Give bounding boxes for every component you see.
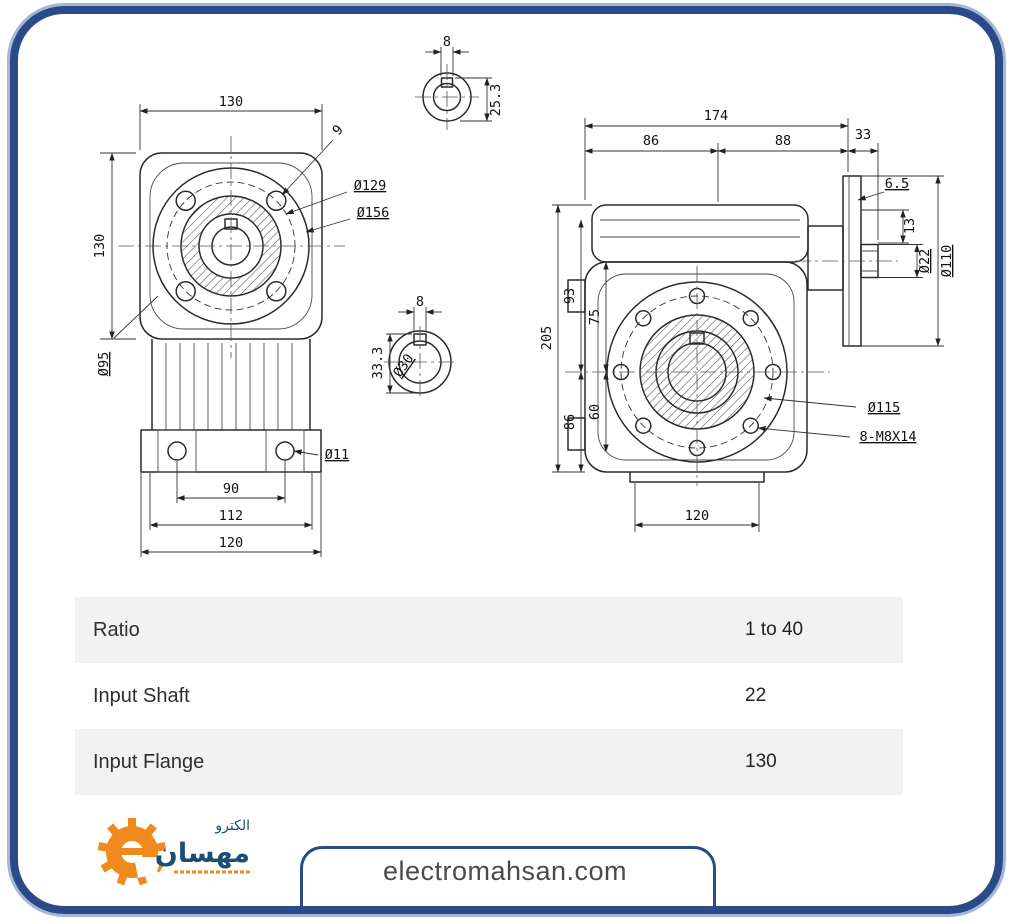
logo-brand-top: الکترو: [214, 818, 250, 834]
dim-side-bolt-pattern: 8-M8X14: [860, 429, 917, 445]
dim-side-93: 93: [562, 288, 578, 304]
dim-side-33: 33: [855, 127, 871, 143]
dim-side-6-5: 6.5: [885, 176, 909, 192]
front-view: [118, 136, 345, 473]
dim-output-key-height: 33.3: [370, 347, 386, 380]
gearbox-technical-drawing: 130 130 Ø95 9 Ø129 Ø156 Ø11 90 112 120: [92, 34, 955, 557]
company-logo: الکترو مهسان: [98, 818, 250, 886]
spec-row-input-flange: Input Flange 130: [75, 729, 903, 795]
website-text: electromahsan.com: [382, 856, 628, 886]
dim-side-86-top: 86: [643, 133, 659, 149]
dim-side-flange-dia: Ø110: [939, 245, 955, 278]
front-view-dimensions: 130 130 Ø95 9 Ø129 Ø156 Ø11 90 112 120: [92, 94, 389, 557]
spec-value-input-flange: 130: [745, 751, 777, 772]
output-bore-section: 8 33.3 Ø30: [370, 294, 456, 398]
dim-side-86-left: 86: [562, 414, 578, 430]
dim-side-13: 13: [902, 218, 918, 234]
cooling-fins: [165, 343, 293, 430]
dim-front-foot-hole: Ø11: [325, 447, 349, 463]
dim-front-90: 90: [223, 481, 239, 497]
spec-label-input-flange: Input Flange: [93, 750, 205, 773]
dim-front-pilot-dia: Ø95: [96, 352, 112, 376]
dim-side-60: 60: [587, 404, 603, 420]
spec-row-ratio: Ratio 1 to 40: [75, 597, 903, 663]
dim-input-key-width: 8: [443, 34, 451, 50]
dim-output-bore-dia: Ø30: [390, 351, 417, 380]
side-view: [565, 175, 898, 486]
spec-value-ratio: 1 to 40: [745, 619, 804, 640]
dim-side-88: 88: [775, 133, 791, 149]
dim-front-112: 112: [219, 508, 243, 524]
dim-front-corner-hole: 9: [329, 122, 346, 139]
dim-side-174: 174: [704, 108, 728, 124]
dim-front-bolt-circle: Ø129: [354, 178, 387, 194]
dim-front-height-left: 130: [92, 234, 108, 258]
dim-output-key-width: 8: [416, 294, 424, 310]
dim-side-75: 75: [587, 309, 603, 325]
dim-input-key-height: 25.3: [488, 84, 504, 117]
dim-front-flange-dia: Ø156: [357, 205, 390, 221]
dim-front-width-top: 130: [219, 94, 243, 110]
spec-label-ratio: Ratio: [93, 618, 140, 641]
spec-table: Ratio 1 to 40 Input Shaft 22 Input Flang…: [75, 597, 903, 795]
dim-side-120: 120: [685, 508, 709, 524]
dim-side-shaft-dia: Ø22: [917, 249, 933, 273]
dim-side-spigot-dia: Ø115: [868, 400, 901, 416]
spec-value-input-shaft: 22: [745, 685, 767, 706]
dim-side-205: 205: [539, 326, 555, 350]
input-shaft-section: 8 25.3: [415, 34, 504, 130]
footer-tab: [300, 846, 716, 911]
logo-brand-main: مهسان: [155, 838, 250, 869]
dim-front-120: 120: [219, 535, 243, 551]
spec-row-input-shaft: Input Shaft 22: [75, 663, 903, 729]
gear-icon: [98, 818, 167, 886]
side-view-dimensions: 174 86 88 33 6.5 13 Ø22 Ø110 205 93 75 6…: [539, 108, 955, 532]
spec-label-input-shaft: Input Shaft: [93, 684, 190, 707]
